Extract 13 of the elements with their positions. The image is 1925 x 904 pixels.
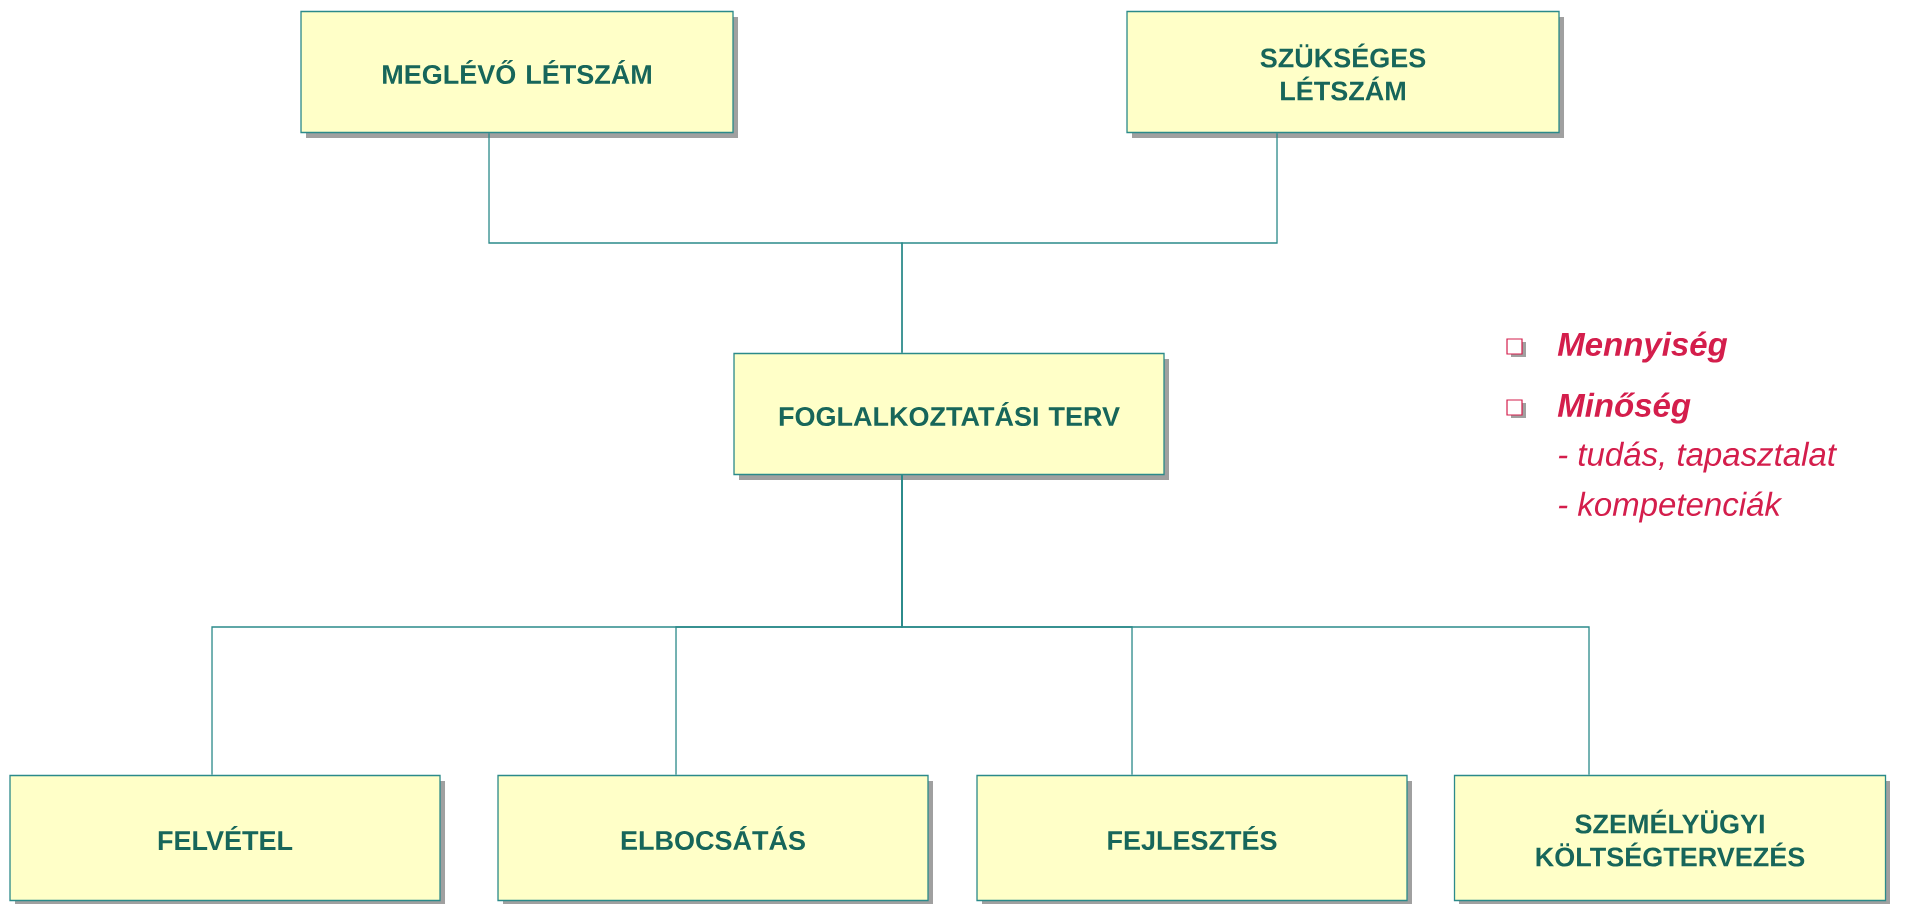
- connector-line: [901, 474, 1590, 776]
- process-box: SZÜKSÉGES LÉTSZÁM: [1126, 10, 1564, 138]
- process-box: FOGLALKOZTATÁSI TERV: [733, 352, 1169, 480]
- list-item: Minőség: [1557, 392, 1691, 424]
- connector-line: [901, 132, 1278, 354]
- list-item: - tudás, tapasztalat: [1558, 441, 1838, 473]
- process-box: SZEMÉLYÜGYI KÖLTSÉGTERVEZÉS: [1453, 774, 1890, 904]
- list-item: - kompetenciák: [1558, 491, 1783, 523]
- process-box: ELBOCSÁTÁS: [497, 774, 933, 904]
- list-item: Mennyiség: [1557, 331, 1728, 363]
- process-box: MEGLÉVŐ LÉTSZÁM: [300, 10, 738, 138]
- process-box: FELVÉTEL: [9, 774, 445, 904]
- process-box: FEJLESZTÉS: [976, 774, 1412, 904]
